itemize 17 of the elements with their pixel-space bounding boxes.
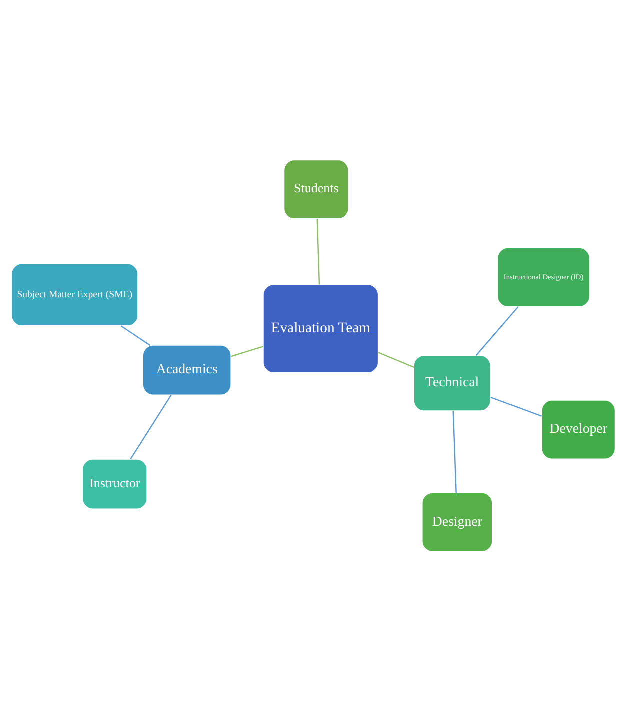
node-box: Designer	[422, 492, 493, 552]
node-box: Technical	[414, 355, 492, 412]
node-box: Academics	[142, 345, 232, 396]
node-box: Instructor	[82, 459, 148, 510]
node-box: Subject Matter Expert (SME)	[11, 264, 138, 326]
connector	[316, 219, 320, 285]
node-box: Instructional Designer (ID)	[497, 248, 590, 308]
connector	[130, 395, 172, 460]
connector	[378, 352, 414, 368]
connector	[452, 411, 457, 493]
connector	[476, 306, 519, 356]
node-box: Evaluation Team	[263, 284, 379, 374]
node-box: Developer	[542, 400, 616, 460]
connector	[490, 397, 542, 417]
connector	[120, 326, 150, 346]
node-box: Students	[284, 160, 349, 220]
connector	[231, 346, 264, 358]
